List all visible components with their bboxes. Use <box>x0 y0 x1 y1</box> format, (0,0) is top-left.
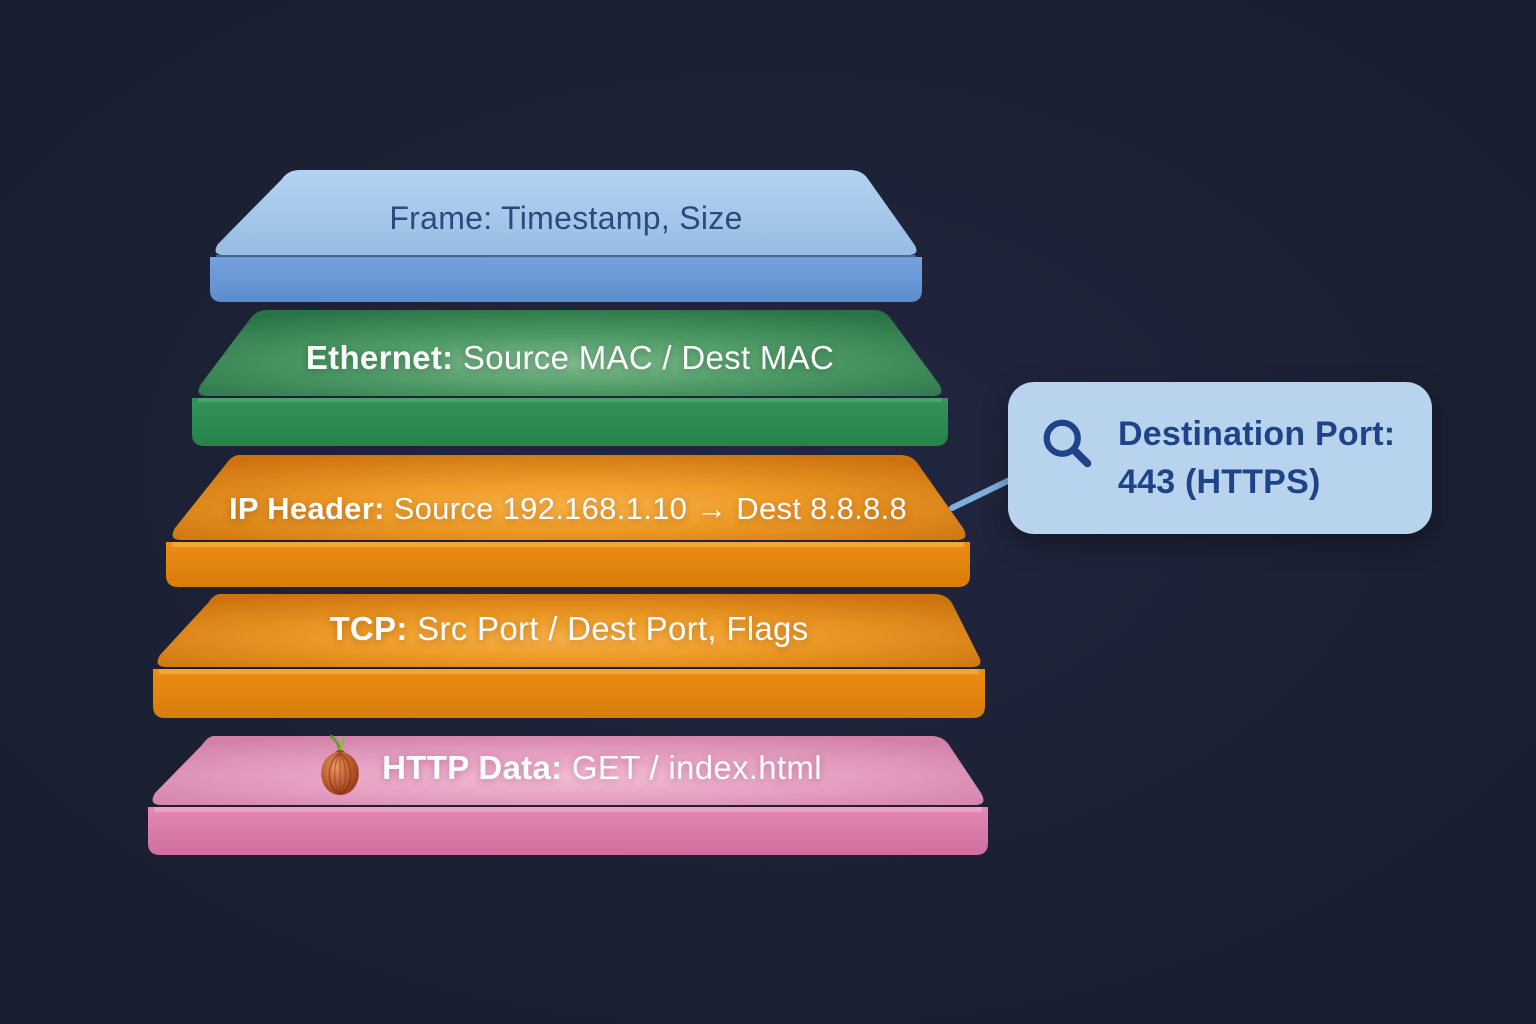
http-label-text: HTTP Data: GET / index.html <box>382 748 822 786</box>
layer-tcp-edge-line <box>159 669 979 674</box>
http-data-detail: GET / index.html <box>562 748 822 786</box>
layer-frame-front-face <box>210 257 922 302</box>
layer-tcp-top-face <box>157 594 981 667</box>
layer-tcp-front-face <box>153 669 985 718</box>
callout-text: Destination Port: 443 (HTTPS) <box>1118 410 1395 506</box>
ip-header-label: IP Header: <box>228 491 385 526</box>
layer-ethernet-front-face <box>192 398 948 446</box>
callout-connector-line <box>949 474 1019 511</box>
layer-label-ethernet: Ethernet: Source MAC / Dest MAC <box>192 339 948 376</box>
destination-port-callout: Destination Port: 443 (HTTPS) <box>1008 382 1432 534</box>
layer-ip-top-face <box>172 455 966 540</box>
layer-ip-edge-line <box>172 542 964 547</box>
layer-http-top-face <box>152 736 984 805</box>
ip-header-detail: Source 192.168.1.10 → Dest 8.8.8.8 <box>384 491 908 526</box>
layer-ip-front-face <box>166 542 970 587</box>
http-data-label: HTTP Data: <box>382 748 563 786</box>
layer-label-ip-header: IP Header: Source 192.168.1.10 → Dest 8.… <box>166 491 970 526</box>
frame-label: Frame: <box>389 200 493 236</box>
layer-label-frame: Frame: Timestamp, Size <box>210 200 922 236</box>
ethernet-detail: Source MAC / Dest MAC <box>453 339 835 376</box>
layer-label-http-data: HTTP Data: GET / index.html <box>148 733 988 803</box>
frame-detail: Timestamp, Size <box>492 200 743 236</box>
tcp-label: TCP: <box>329 610 408 647</box>
callout-line1: Destination Port: <box>1118 415 1396 453</box>
layer-http-edge-line <box>154 807 982 812</box>
callout-line2: 443 (HTTPS) <box>1118 463 1321 501</box>
layer-ethernet-edge-line <box>198 398 942 402</box>
magnifier-icon <box>1043 419 1092 468</box>
layer-frame-top-face <box>215 170 917 255</box>
layer-http-front-face <box>148 807 988 855</box>
onion-icon <box>321 735 360 796</box>
ethernet-label: Ethernet: <box>305 339 454 376</box>
layer-label-tcp: TCP: Src Port / Dest Port, Flags <box>153 610 985 647</box>
layer-frame-edge-line <box>216 255 916 258</box>
tcp-detail: Src Port / Dest Port, Flags <box>407 610 809 647</box>
layer-ethernet-top-face <box>198 310 942 396</box>
